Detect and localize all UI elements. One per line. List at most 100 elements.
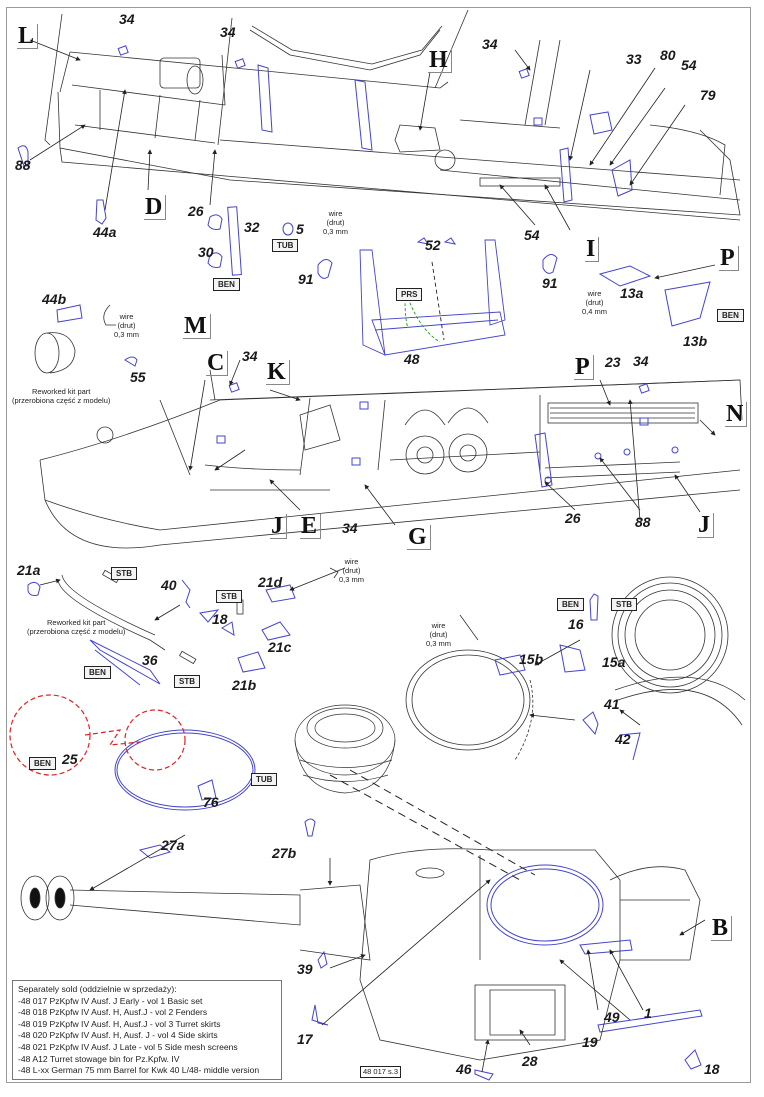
wire-note: wire (drut) 0,3 mm [323, 209, 349, 236]
material-tag-stb: STB [174, 675, 200, 688]
separately-sold-legend: Separately sold (oddzielnie w sprzedaży)… [12, 980, 282, 1080]
legend-item: -48 019 PzKpfw IV Ausf. H, Ausf.J - vol … [18, 1018, 221, 1029]
material-tag-prs: PRS [396, 288, 423, 301]
material-tag-stb: STB [111, 567, 137, 580]
wire-note: wire (drut) 0,3 mm [339, 557, 365, 584]
part-number-54: 54 [681, 57, 697, 73]
turret-dome [294, 704, 396, 794]
part-number-15a: 15a [602, 654, 626, 670]
part-number-16: 16 [568, 616, 584, 632]
part-number-44a: 44a [93, 224, 117, 240]
top-blue-parts [17, 45, 711, 327]
part-number-13b: 13b [683, 333, 708, 349]
part-number-21b: 21b [232, 677, 257, 693]
wire-note: wire (drut) 0,3 mm [114, 312, 140, 339]
assembly-letter-N: N [725, 402, 748, 427]
part-number-17: 17 [297, 1031, 313, 1047]
instruction-sheet [6, 7, 751, 1083]
part-number-52: 52 [425, 237, 441, 253]
turret-guides-red [9, 694, 186, 776]
part-number-48: 48 [404, 351, 420, 367]
part-number-30: 30 [198, 244, 214, 260]
material-tag-stb: STB [216, 590, 242, 603]
legend-item: -48 017 PzKpfw IV Ausf. J Early - vol 1 … [18, 995, 203, 1006]
turret-body-drawing [20, 848, 701, 1061]
assembly-letter-L: L [17, 24, 39, 49]
ammo-bin-48 [359, 239, 506, 356]
material-tag-tub: TUB [251, 773, 278, 786]
wire-note: wire (drut) 0,3 mm [426, 621, 452, 648]
part-number-91: 91 [298, 271, 314, 287]
turret-blue-parts [27, 579, 703, 1081]
part-number-32: 32 [244, 219, 260, 235]
turret-parts-drawing [57, 567, 746, 761]
part-number-21a: 21a [17, 562, 41, 578]
assembly-letter-C: C [206, 351, 229, 376]
assembly-letter-M: M [183, 314, 211, 339]
assembly-letter-P-mid: P [574, 355, 594, 380]
part-number-18: 18 [704, 1061, 720, 1077]
part-number-23: 23 [605, 354, 621, 370]
legend-title: Separately sold (oddzielnie w sprzedaży)… [18, 984, 177, 994]
material-tag-stb: STB [611, 598, 637, 611]
legend-item: -48 021 PzKpfw IV Ausf. J Late - vol 5 S… [18, 1041, 238, 1052]
legend-item: -48 L-xx German 75 mm Barrel for Kwk 40 … [18, 1065, 260, 1076]
assembly-letter-I: I [585, 237, 600, 262]
material-tag-ben: BEN [557, 598, 584, 611]
part-number-34: 34 [242, 348, 258, 364]
material-tag-ben: BEN [717, 309, 744, 322]
part-number-25: 25 [62, 751, 78, 767]
part-number-76: 76 [203, 794, 219, 810]
reworked-kit-note: Reworked kit part (przerobiona część z m… [27, 618, 126, 636]
part-number-21c: 21c [268, 639, 292, 655]
part-number-49: 49 [604, 1009, 620, 1025]
part-number-88: 88 [15, 157, 31, 173]
part-number-79: 79 [700, 87, 716, 103]
legend-item: -48 018 PzKpfw IV Ausf. H, Ausf.J - vol … [18, 1007, 208, 1018]
part-number-18: 18 [212, 611, 228, 627]
assembly-letter-E: E [300, 514, 322, 539]
part-number-34: 34 [482, 36, 498, 52]
headlight-44b [34, 304, 116, 374]
part-number-26: 26 [188, 203, 204, 219]
part-number-44b: 44b [42, 291, 67, 307]
part-number-27a: 27a [161, 837, 185, 853]
part-number-42: 42 [615, 731, 631, 747]
assembly-letter-D: D [144, 195, 167, 220]
legend-item: -48 A12 Turret stowage bin for Pz.Kpfw. … [18, 1053, 180, 1064]
material-tag-ben: BEN [213, 278, 240, 291]
part-number-21d: 21d [258, 574, 283, 590]
material-tag-tub: TUB [272, 239, 299, 252]
part-number-80: 80 [660, 47, 676, 63]
part-number-40: 40 [161, 577, 177, 593]
part-number-19: 19 [582, 1034, 598, 1050]
part-number-46: 46 [456, 1061, 472, 1077]
material-tag-ben: BEN [29, 757, 56, 770]
part-number-28: 28 [522, 1053, 538, 1069]
part-number-34: 34 [342, 520, 358, 536]
reworked-kit-note: Reworked kit part (przerobiona część z m… [12, 387, 111, 405]
part-number-54: 54 [524, 227, 540, 243]
left-fender-drawing [44, 9, 741, 221]
part-number-91: 91 [542, 275, 558, 291]
assembly-letter-G: G [407, 525, 431, 550]
ammo-bin-dash [431, 261, 445, 341]
part-number-33: 33 [626, 51, 642, 67]
assembly-letter-B: B [711, 916, 733, 941]
part-number-27b: 27b [272, 845, 297, 861]
part-number-34: 34 [633, 353, 649, 369]
part-number-41: 41 [604, 696, 620, 712]
part-number-39: 39 [297, 961, 313, 977]
assembly-letter-K: K [266, 360, 290, 385]
right-fender-drawing [39, 369, 743, 549]
part-number-26: 26 [565, 510, 581, 526]
material-tag-ben: BEN [84, 666, 111, 679]
part-number-55: 55 [130, 369, 146, 385]
page-code: 48 017 s.3 [360, 1066, 402, 1078]
part-number-13a: 13a [620, 285, 644, 301]
turret-dash-lines [329, 769, 536, 881]
ammo-bin-guides [404, 297, 441, 343]
assembly-letter-H: H [428, 48, 452, 73]
legend-item: -48 020 PzKpfw IV Ausf. H, Ausf. J - vol… [18, 1030, 218, 1041]
